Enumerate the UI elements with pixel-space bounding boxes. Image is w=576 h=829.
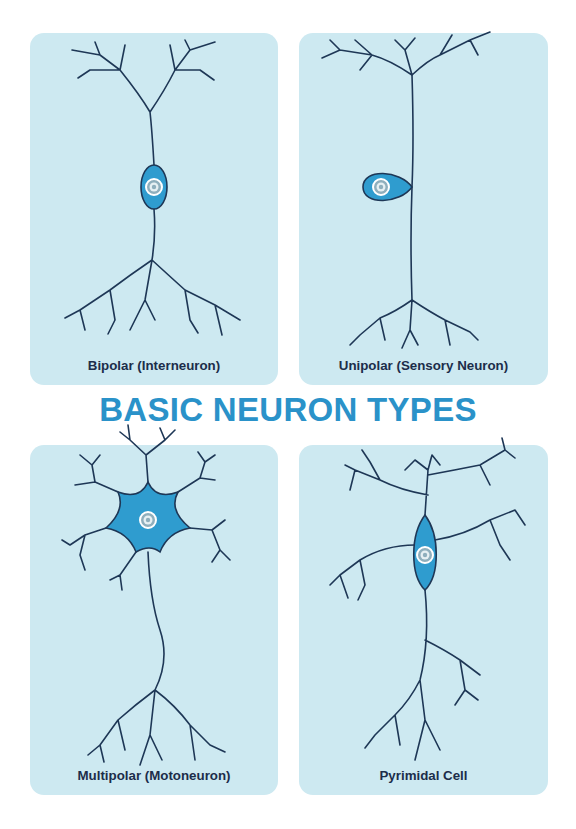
neuron-panel: Pyrimidal Cell — [299, 445, 548, 795]
neuron-label: Pyrimidal Cell — [299, 768, 548, 783]
neuron-panel: Unipolar (Sensory Neuron) — [299, 33, 548, 385]
neuron-label: Unipolar (Sensory Neuron) — [299, 358, 548, 373]
diagram-title: BASIC NEURON TYPES — [0, 391, 576, 429]
neuron-panel: Multipolar (Motoneuron) — [30, 445, 278, 795]
neuron-panel: Bipolar (Interneuron) — [30, 33, 278, 385]
neuron-label: Bipolar (Interneuron) — [30, 358, 278, 373]
neuron-label: Multipolar (Motoneuron) — [30, 768, 278, 783]
